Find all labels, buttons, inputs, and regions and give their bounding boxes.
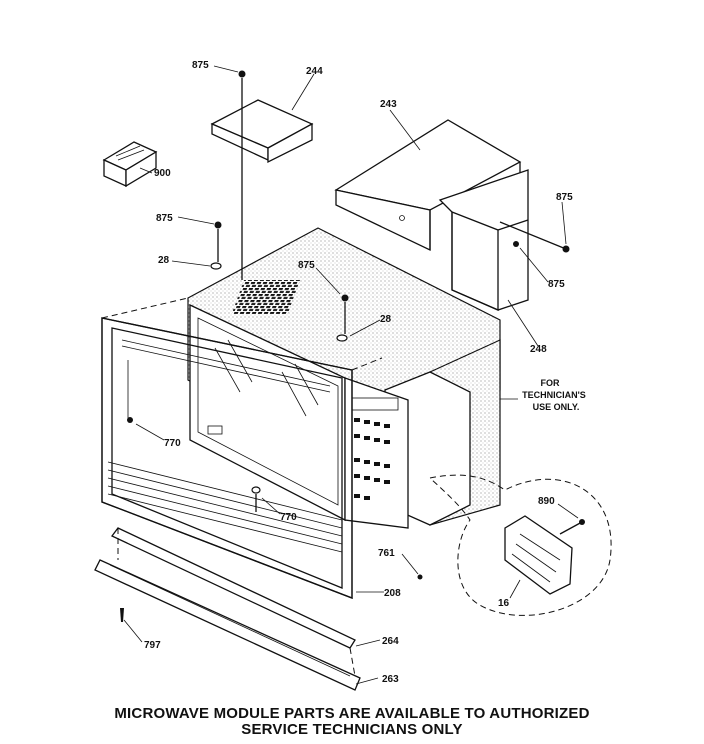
label-248: 248: [530, 344, 547, 355]
caption-line-1: MICROWAVE MODULE PARTS ARE AVAILABLE TO …: [114, 705, 590, 722]
technician-module-callout: [429, 474, 612, 616]
leader-lines: [123, 65, 579, 685]
label-875-right: 875: [556, 192, 573, 203]
note-line-2: TECHNICIAN'S: [522, 390, 586, 400]
control-panel: [344, 377, 409, 529]
label-875-right2: 875: [548, 279, 565, 290]
lower-trim-strips: [94, 527, 361, 691]
small-cover: [210, 99, 314, 164]
side-bracket: [438, 169, 529, 311]
label-28-left: 28: [158, 255, 170, 266]
note-line-3: USE ONLY.: [533, 402, 580, 412]
technician-note: FOR TECHNICIAN'S USE ONLY.: [522, 378, 586, 412]
label-770-mid: 770: [280, 512, 297, 523]
label-28-mid: 28: [380, 314, 392, 325]
screws: [120, 70, 570, 622]
oven-cabinet: [187, 227, 501, 529]
label-900: 900: [154, 168, 171, 179]
control-buttons: [351, 397, 399, 500]
label-875-left: 875: [156, 213, 173, 224]
label-890: 890: [538, 496, 555, 507]
trim-frame: [101, 297, 383, 599]
grille-vent: [231, 280, 301, 314]
label-875-top: 875: [192, 60, 209, 71]
part-900-block: [102, 141, 158, 188]
top-cover: [334, 119, 522, 252]
label-770-left: 770: [164, 438, 181, 449]
part-labels: 875 244 243 900 875 875 875 28 875 28 24…: [144, 60, 573, 685]
caption-line-2: SERVICE TECHNICIANS ONLY: [241, 721, 463, 738]
module-16: [504, 515, 573, 595]
label-244: 244: [306, 66, 323, 77]
label-16: 16: [498, 598, 510, 609]
note-line-1: FOR: [541, 378, 560, 388]
label-263: 263: [382, 674, 399, 685]
label-875-mid: 875: [298, 260, 315, 271]
label-243: 243: [380, 99, 397, 110]
label-208: 208: [384, 588, 401, 599]
label-761: 761: [378, 548, 395, 559]
label-797: 797: [144, 640, 161, 651]
label-264: 264: [382, 636, 399, 647]
